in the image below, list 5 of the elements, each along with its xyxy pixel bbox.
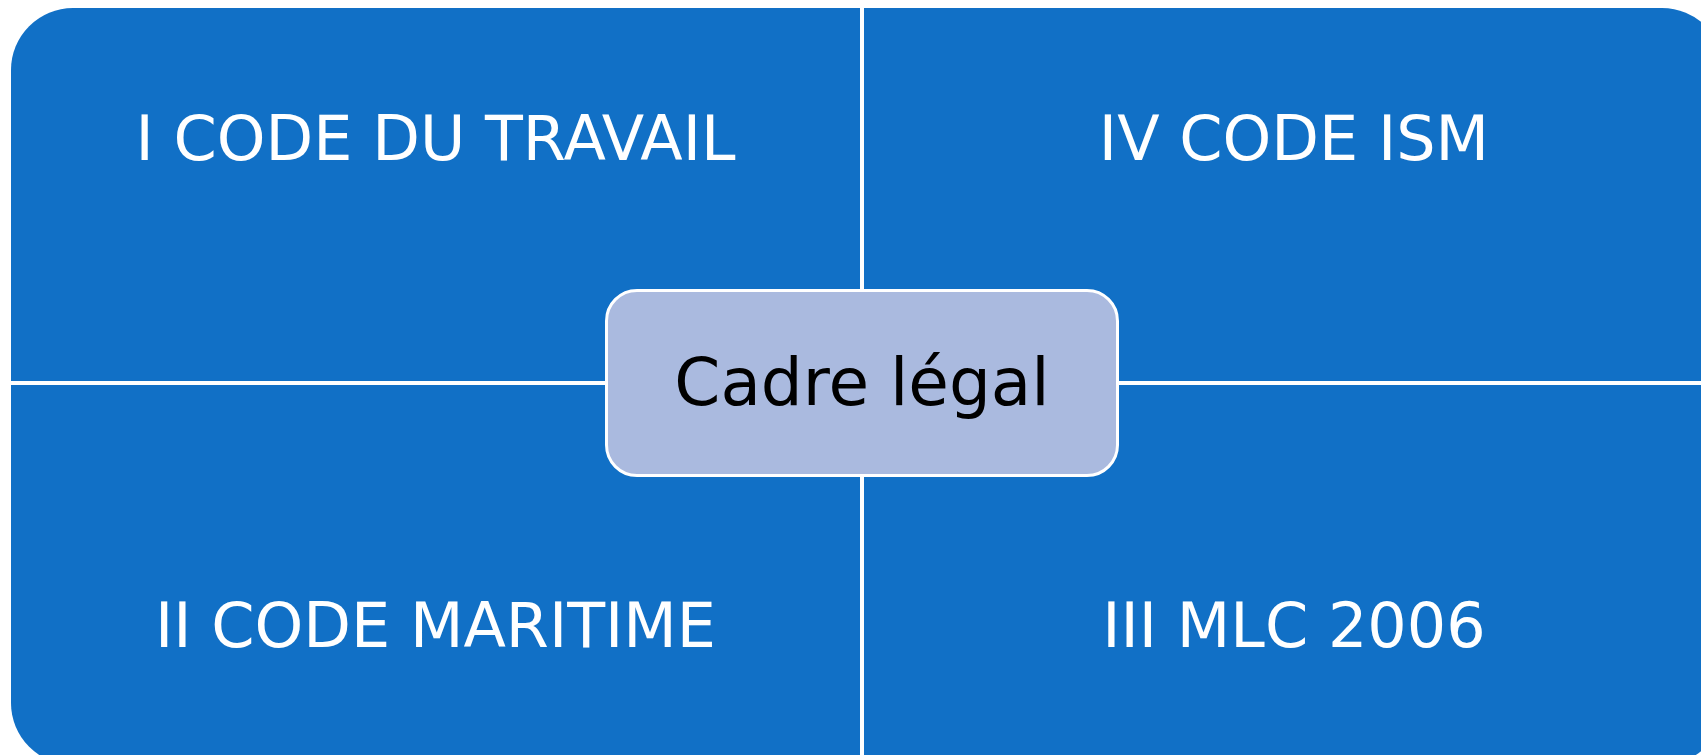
quadrant-title: IV CODE ISM <box>1098 108 1490 170</box>
quadrant-title: II CODE MARITIME <box>154 595 717 657</box>
quadrant-title: III MLC 2006 <box>1102 595 1486 657</box>
quadrant-title: I CODE DU TRAVAIL <box>135 108 736 170</box>
center-box <box>605 289 1119 477</box>
